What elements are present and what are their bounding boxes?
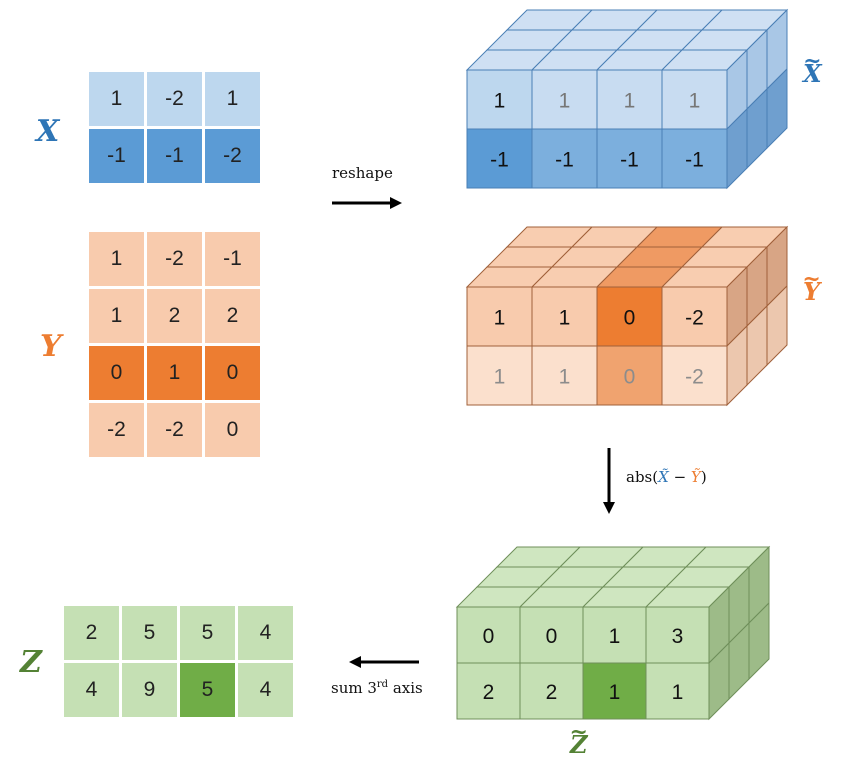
cube-y-value: -2 (685, 307, 704, 330)
matrix-z-cell: 4 (238, 606, 293, 660)
cube-x-value: 1 (624, 90, 636, 113)
matrix-y-cell: 1 (89, 232, 144, 286)
cube-z-value: 0 (546, 625, 558, 648)
matrix-y-cell: -2 (147, 232, 202, 286)
cube-x-value: 1 (559, 90, 571, 113)
matrix-y-cell: -2 (89, 403, 144, 457)
label-y: Y (40, 329, 62, 364)
matrix-y-cell: 1 (89, 289, 144, 343)
cube-x-front-cell (661, 128, 728, 189)
matrix-x-cell: 1 (205, 72, 260, 126)
cube-z-front-cell (582, 662, 647, 720)
matrix-z-cell: 4 (238, 663, 293, 717)
matrix-x-cell: -2 (205, 129, 260, 183)
cube-y-value: 0 (624, 307, 636, 330)
cube-z-value: 2 (546, 681, 558, 704)
cube-y-value: 1 (494, 307, 506, 330)
cube-z-front-cell (645, 606, 710, 664)
cube-x-value: -1 (620, 149, 639, 172)
matrix-z-cell: 4 (64, 663, 119, 717)
cube-y-front-cell (596, 345, 663, 406)
cube-x-front-cell (466, 69, 533, 130)
abs-arrow (603, 448, 615, 514)
matrix-y-cell: 0 (89, 346, 144, 400)
matrix-z-cell: 2 (64, 606, 119, 660)
abs-label: abs(X̃ − Ỹ) (626, 468, 707, 486)
cube-x-front-cell (466, 128, 533, 189)
cube-x-value: 1 (689, 90, 701, 113)
reshape-label: reshape (332, 164, 393, 182)
cube-z-value: 1 (672, 681, 684, 704)
matrix-z-cell: 5 (122, 606, 177, 660)
cube-y-front-cell (661, 286, 728, 347)
tilde-mark: ~ (803, 48, 822, 74)
cube-z-front-cell (582, 606, 647, 664)
label-z: Z (20, 645, 42, 680)
cube-z-front-cell (519, 662, 584, 720)
matrix-z-cell: 9 (122, 663, 177, 717)
matrix-y-cell: 0 (205, 403, 260, 457)
cube-z-value: 1 (609, 625, 621, 648)
cube-y-value: 0 (624, 366, 636, 389)
matrix-z-cell: 5 (180, 606, 235, 660)
cube-x-value: -1 (555, 149, 574, 172)
label-z-tilde: ~Z (569, 719, 588, 759)
cube-y-front-cell (466, 286, 533, 347)
tilde-mark: ~ (802, 266, 821, 292)
cube-y-value: 1 (559, 307, 571, 330)
sum-arrow (349, 656, 419, 668)
matrix-y-cell: 2 (147, 289, 202, 343)
cube-z-value: 0 (483, 625, 495, 648)
cube-x-front-cell (596, 128, 663, 189)
cube-y-front-cell (661, 345, 728, 406)
cube-z-value: 3 (672, 625, 684, 648)
cube-y-value: 1 (559, 366, 571, 389)
matrix-x-cell: -2 (147, 72, 202, 126)
cube-z-value: 1 (609, 681, 621, 704)
cube-x-front-cell (596, 69, 663, 130)
matrix-z-cell: 5 (180, 663, 235, 717)
cube-y-value: 1 (494, 366, 506, 389)
cube-z-front-cell (645, 662, 710, 720)
cube-z-value: 2 (483, 681, 495, 704)
matrix-y-cell: 2 (205, 289, 260, 343)
sum-label: sum 3rd axis (331, 679, 423, 697)
cube-y-front-cell (531, 286, 598, 347)
matrix-y-cell: 1 (147, 346, 202, 400)
cube-y-value: -2 (685, 366, 704, 389)
matrix-x-cell: 1 (89, 72, 144, 126)
cube-x-value: -1 (685, 149, 704, 172)
matrix-x-cell: -1 (89, 129, 144, 183)
cube-x-value: -1 (490, 149, 509, 172)
matrix-y-cell: -1 (205, 232, 260, 286)
reshape-arrow (332, 197, 402, 209)
matrix-y-cell: 0 (205, 346, 260, 400)
cube-y-front-cell (531, 345, 598, 406)
label-x: X (36, 114, 60, 149)
matrix-y-cell: -2 (147, 403, 202, 457)
cube-x-value: 1 (494, 90, 506, 113)
matrix-x-cell: -1 (147, 129, 202, 183)
cube-z-front-cell (456, 606, 521, 664)
label-y-tilde: ~Y (802, 266, 821, 306)
tilde-mark: ~ (569, 719, 588, 745)
cube-z-front-cell (456, 662, 521, 720)
cube-y-front-cell (596, 286, 663, 347)
label-x-tilde: ~X (803, 48, 822, 88)
